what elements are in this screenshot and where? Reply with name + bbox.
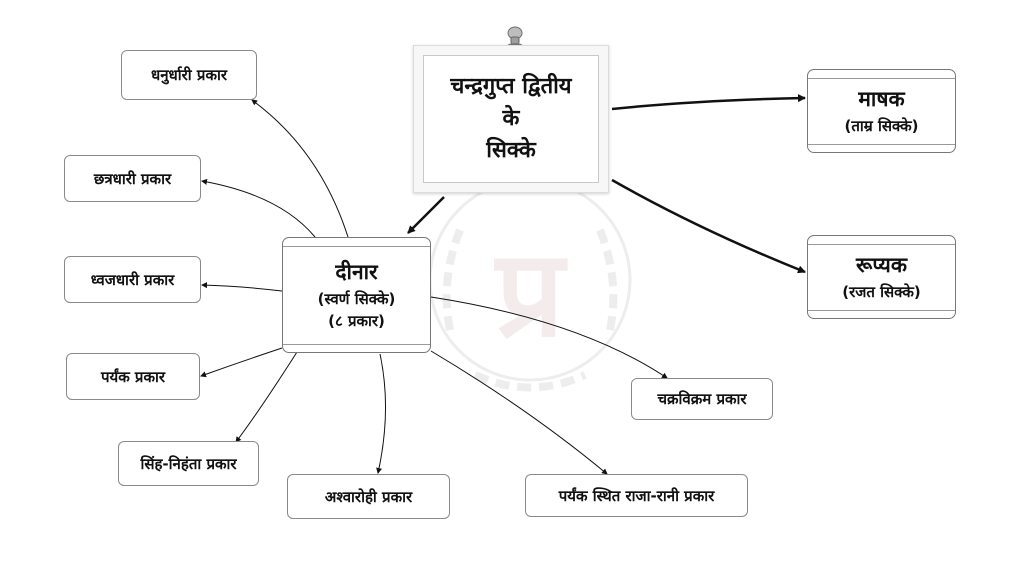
node-dhanurdhari[interactable]: धनुर्धारी प्रकार xyxy=(121,50,257,100)
mashak-sub: (ताम्र सिक्के) xyxy=(844,116,919,135)
title-line-1: चन्द्रगुप्त द्वितीय xyxy=(450,74,572,100)
dinar-sub-material: (स्वर्ण सिक्के) xyxy=(317,289,396,308)
title-line-3: सिक्के xyxy=(486,137,536,163)
central-title-card[interactable]: चन्द्रगुप्त द्वितीय के सिक्के xyxy=(413,45,609,193)
node-paryank-raja-rani[interactable]: पर्यंक स्थित राजा-रानी प्रकार xyxy=(525,474,748,517)
node-chhatradhari[interactable]: छत्रधारी प्रकार xyxy=(64,155,201,202)
node-label: सिंह-निहंता प्रकार xyxy=(140,454,237,473)
node-dhwajadhari[interactable]: ध्वजधारी प्रकार xyxy=(64,256,201,303)
node-label: चक्रविक्रम प्रकार xyxy=(657,390,747,408)
watermark-emblem-icon: प्र xyxy=(428,178,632,392)
node-dinar[interactable]: दीनार (स्वर्ण सिक्के) (८ प्रकार) xyxy=(282,237,431,353)
rupyak-label: रूप्यक xyxy=(856,253,907,278)
svg-text:प्र: प्र xyxy=(494,225,568,364)
node-label: छत्रधारी प्रकार xyxy=(93,169,172,188)
node-ashvarohi[interactable]: अश्वारोही प्रकार xyxy=(287,474,450,519)
node-rupyak[interactable]: रूप्यक (रजत सिक्के) xyxy=(807,235,956,319)
dinar-label: दीनार xyxy=(335,260,378,285)
node-paryank[interactable]: पर्यंक प्रकार xyxy=(66,353,200,400)
node-label: अश्वारोही प्रकार xyxy=(324,487,413,506)
dinar-sub-count: (८ प्रकार) xyxy=(328,311,385,330)
node-mashak[interactable]: माषक (ताम्र सिक्के) xyxy=(807,69,956,153)
title-line-2: के xyxy=(502,106,520,132)
central-title: चन्द्रगुप्त द्वितीय के सिक्के xyxy=(423,55,599,183)
mashak-label: माषक xyxy=(858,87,905,112)
node-label: पर्यंक स्थित राजा-रानी प्रकार xyxy=(558,486,715,505)
node-label: ध्वजधारी प्रकार xyxy=(90,270,175,289)
rupyak-sub: (रजत सिक्के) xyxy=(842,282,921,301)
node-simha-nihanta[interactable]: सिंह-निहंता प्रकार xyxy=(118,441,259,486)
node-label: धनुर्धारी प्रकार xyxy=(151,66,227,84)
node-chakravikram[interactable]: चक्रविक्रम प्रकार xyxy=(631,378,773,420)
node-label: पर्यंक प्रकार xyxy=(100,367,166,386)
